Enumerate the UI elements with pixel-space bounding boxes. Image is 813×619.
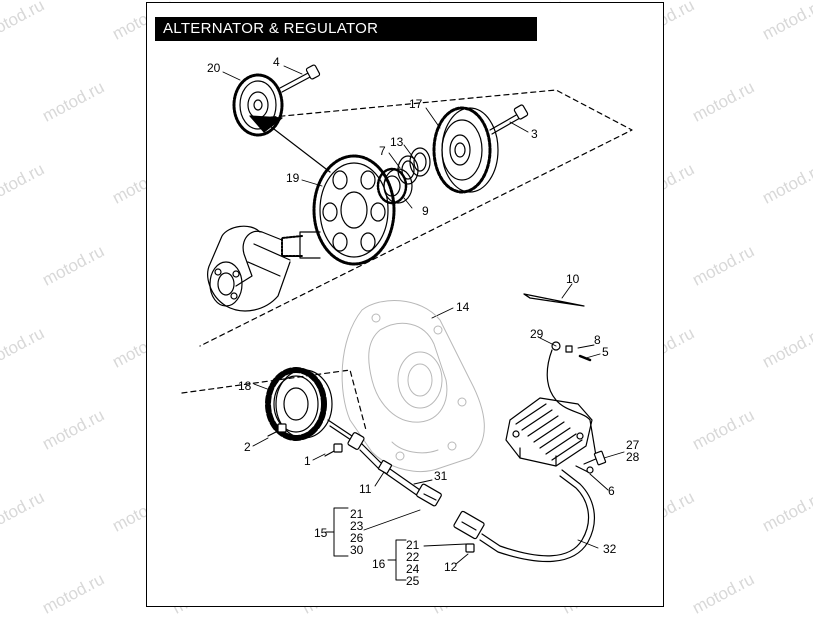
- callout-10: 10: [566, 272, 580, 286]
- callout-19: 19: [286, 171, 300, 185]
- kit-16-parts: 21 22 24 25: [406, 538, 420, 588]
- wedge-tool: [523, 293, 585, 307]
- callout-17: 17: [409, 97, 423, 111]
- callout-32: 32: [603, 542, 617, 556]
- callout-2: 2: [244, 440, 251, 454]
- stator-screws: [267, 423, 343, 457]
- callout-1: 1: [304, 454, 311, 468]
- callout-27: 27: [626, 438, 640, 452]
- kit-15-item: 23: [350, 519, 364, 533]
- callout-18: 18: [238, 379, 252, 393]
- voltage-regulator: [505, 397, 593, 467]
- sprocket-bolt: [279, 64, 321, 93]
- callout-16: 16: [372, 557, 386, 571]
- page-title: ALTERNATOR & REGULATOR: [155, 17, 537, 41]
- compensator-sprocket: [232, 73, 331, 173]
- kit-brackets: [325, 507, 407, 581]
- lower-assembly-outline: [181, 369, 367, 431]
- callout-28: 28: [626, 450, 640, 464]
- kit-16-item: 25: [406, 574, 420, 588]
- crankcase: [341, 300, 485, 472]
- callout-6: 6: [608, 484, 615, 498]
- callout-13: 13: [390, 135, 404, 149]
- callout-9: 9: [422, 204, 429, 218]
- kit-16-item: 24: [406, 562, 420, 576]
- leader-lines: [222, 65, 625, 565]
- callout-4: 4: [273, 55, 280, 69]
- callout-12: 12: [444, 560, 458, 574]
- upper-assembly-outline: [199, 89, 633, 347]
- stator-cable: [327, 419, 442, 507]
- callout-11: 11: [359, 482, 372, 496]
- callout-labels: 20 4 17 3 13 7 19 9 10 14 29 8 5 18 2 1 …: [207, 55, 640, 574]
- callout-8: 8: [594, 333, 601, 347]
- rotor-bolt: [489, 104, 529, 135]
- stator: [265, 367, 333, 441]
- callout-29: 29: [530, 327, 544, 341]
- kit-15-item: 21: [350, 507, 364, 521]
- callout-20: 20: [207, 61, 221, 75]
- callout-15: 15: [314, 526, 328, 540]
- callout-31: 31: [434, 469, 448, 483]
- drive-gear: [312, 154, 396, 266]
- alternator-rotor: [432, 106, 499, 194]
- kit-16-item: 22: [406, 550, 420, 564]
- callout-7: 7: [379, 144, 386, 158]
- callout-5: 5: [602, 345, 609, 359]
- kit-15-parts: 21 23 26 30: [350, 507, 364, 557]
- spacer-rings: [397, 147, 431, 185]
- kit-15-item: 30: [350, 543, 364, 557]
- kit-16-item: 21: [406, 538, 420, 552]
- regulator-connector: [453, 469, 595, 563]
- crankshaft: [207, 225, 321, 312]
- callout-14: 14: [456, 300, 470, 314]
- ground-wire: [546, 341, 597, 457]
- callout-3: 3: [531, 127, 538, 141]
- regulator-terminal: [575, 450, 607, 474]
- kit-15-item: 26: [350, 531, 364, 545]
